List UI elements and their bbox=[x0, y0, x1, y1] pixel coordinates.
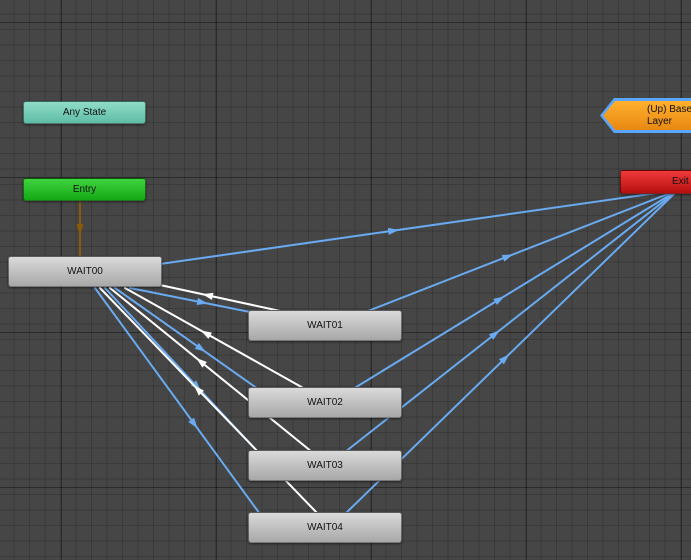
exit-node[interactable]: Exit bbox=[620, 170, 691, 194]
state-label-wait04: WAIT04 bbox=[307, 522, 343, 533]
transition-wait00-to-wait04[interactable] bbox=[94, 287, 261, 515]
state-label-wait02: WAIT02 bbox=[307, 397, 343, 408]
up-base-layer-node[interactable]: (Up) Base Layer bbox=[603, 101, 691, 130]
state-node-wait00[interactable]: WAIT00 bbox=[8, 256, 162, 287]
state-label-wait01: WAIT01 bbox=[307, 320, 343, 331]
transition-wait01-to-exit-arrow bbox=[501, 254, 514, 262]
transition-wait02-to-exit-arrow bbox=[493, 296, 505, 306]
transition-wait03-to-wait00-arrow bbox=[196, 358, 207, 368]
state-node-wait01[interactable]: WAIT01 bbox=[248, 310, 402, 341]
entry-label: Entry bbox=[72, 183, 97, 195]
transition-wait02-to-wait00-arrow bbox=[200, 330, 212, 339]
transition-wait04-to-exit-arrow bbox=[498, 354, 510, 365]
transition-wait00-to-wait02-arrow bbox=[194, 342, 206, 353]
transition-wait01-to-exit[interactable] bbox=[367, 189, 679, 312]
transition-wait00-to-wait02[interactable] bbox=[114, 287, 259, 390]
transition-wait01-to-wait00[interactable] bbox=[159, 284, 281, 312]
transition-wait01-to-wait00-arrow bbox=[202, 292, 214, 300]
state-label-wait00: WAIT00 bbox=[67, 266, 103, 277]
transition-entry-to-wait00-arrow bbox=[76, 224, 84, 235]
transition-wait00-to-wait04-arrow bbox=[188, 417, 198, 429]
up-base-layer-label: (Up) Base Layer bbox=[647, 103, 691, 127]
any-state-label: Any State bbox=[62, 106, 107, 118]
entry-node[interactable]: Entry bbox=[23, 178, 146, 201]
state-node-wait02[interactable]: WAIT02 bbox=[248, 387, 402, 418]
transition-wait03-to-exit-arrow bbox=[488, 330, 500, 340]
transition-wait00-to-exit-arrow bbox=[387, 227, 400, 235]
transition-wait00-to-exit[interactable] bbox=[159, 189, 679, 265]
transition-wait02-to-exit[interactable] bbox=[352, 189, 679, 390]
state-node-wait03[interactable]: WAIT03 bbox=[248, 450, 402, 481]
transition-wait02-to-wait00[interactable] bbox=[124, 287, 306, 390]
transition-wait00-to-wait01-arrow bbox=[196, 297, 208, 305]
transition-wait03-to-wait00[interactable] bbox=[109, 287, 313, 453]
transition-wait00-to-wait01[interactable] bbox=[129, 287, 251, 313]
any-state-node[interactable]: Any State bbox=[23, 101, 146, 124]
exit-label: Exit bbox=[672, 176, 689, 187]
state-label-wait03: WAIT03 bbox=[307, 460, 343, 471]
state-node-wait04[interactable]: WAIT04 bbox=[248, 512, 402, 543]
transition-wait04-to-wait00-arrow bbox=[193, 385, 205, 396]
